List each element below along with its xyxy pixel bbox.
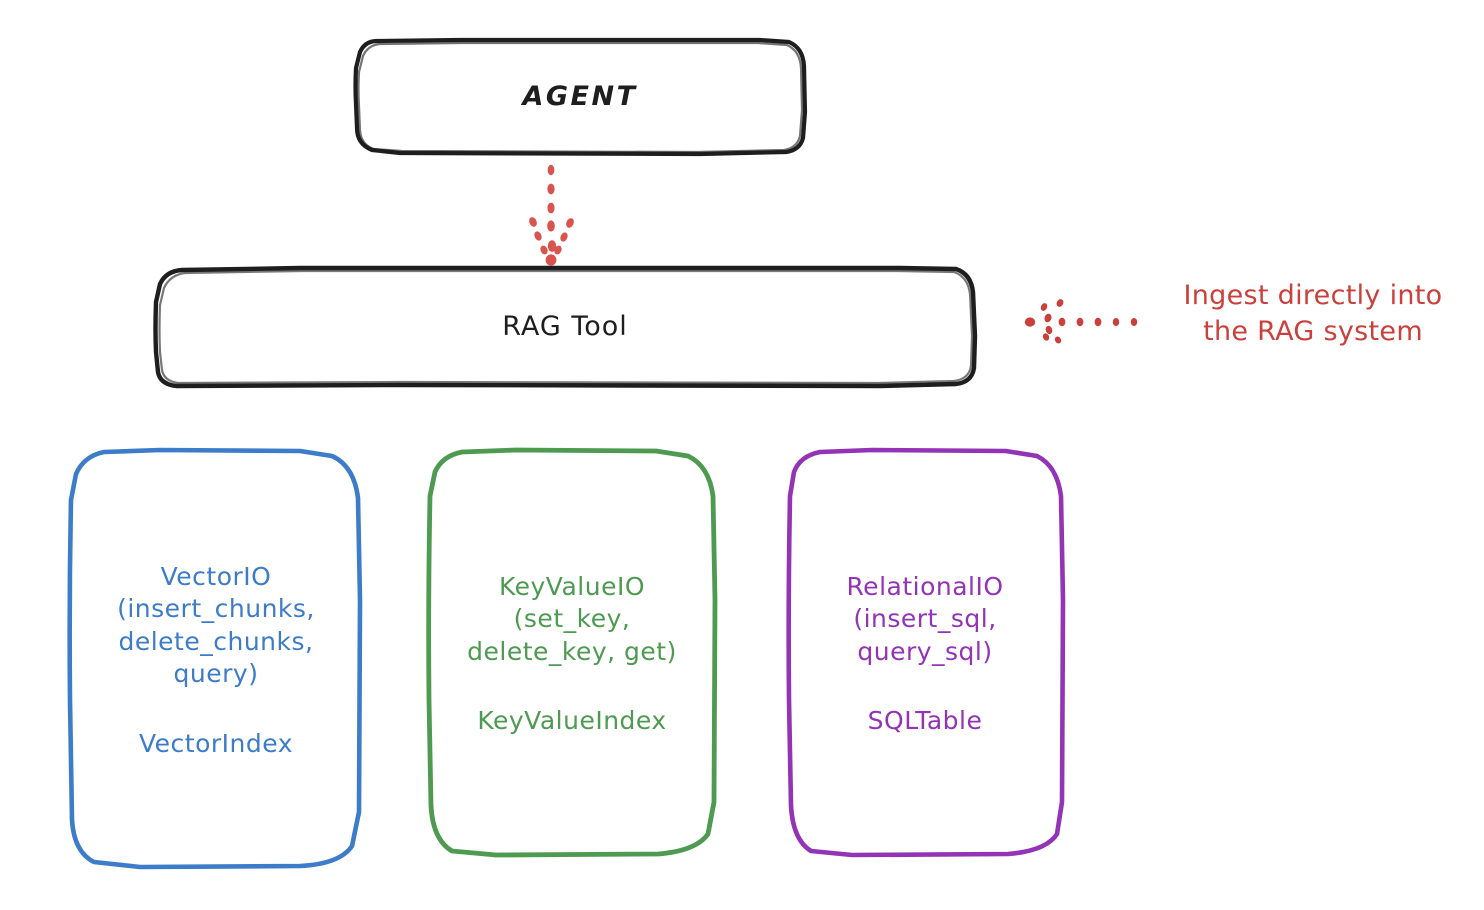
rag-tool-label: RAG Tool — [502, 310, 628, 342]
vector-io-sublabel: VectorIndex — [139, 728, 293, 758]
rag-tool-box-outline — [153, 265, 978, 389]
agent-box-outline — [353, 37, 808, 157]
agent-to-rag-arrow — [529, 164, 574, 266]
key-value-io-sublabel: KeyValueIndex — [477, 706, 667, 736]
key-value-io-box-outline — [426, 447, 718, 858]
relational-io-node[interactable]: RelationalIO (insert_sql, query_sql) SQL… — [788, 450, 1062, 856]
vector-io-node[interactable]: VectorIO (insert_chunks, delete_chunks, … — [70, 450, 362, 868]
vector-io-box-outline — [67, 447, 363, 870]
agent-label: AGENT — [522, 80, 638, 112]
ingest-annotation-text: Ingest directly into the RAG system — [1183, 280, 1443, 347]
agent-node[interactable]: AGENT — [355, 40, 805, 154]
key-value-io-label: KeyValueIO (set_key, delete_key, get) — [467, 571, 677, 666]
relational-io-label: RelationalIO (insert_sql, query_sql) — [846, 571, 1004, 666]
relational-io-box-outline — [786, 447, 1066, 858]
ingest-arrow — [1024, 299, 1138, 344]
key-value-io-node[interactable]: KeyValueIO (set_key, delete_key, get) Ke… — [428, 450, 716, 856]
relational-io-sublabel: SQLTable — [867, 706, 983, 736]
rag-tool-node[interactable]: RAG Tool — [155, 268, 975, 386]
vector-io-label: VectorIO (insert_chunks, delete_chunks, … — [117, 561, 315, 689]
